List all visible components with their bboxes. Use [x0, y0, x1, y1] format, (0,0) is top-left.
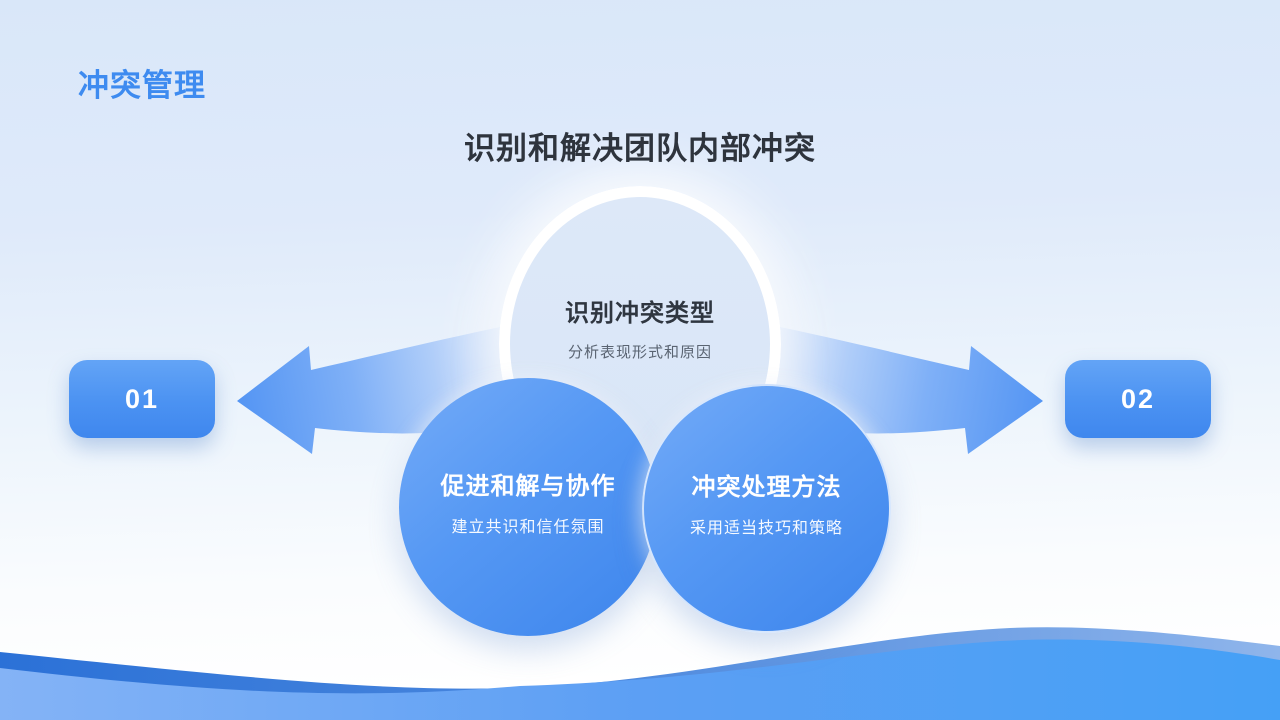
bottom-wave-front: [0, 639, 1280, 720]
right-node-circle: 冲突处理方法 采用适当技巧和策略: [642, 384, 891, 633]
right-node-subtitle: 采用适当技巧和策略: [689, 520, 843, 537]
slide-heading: 识别和解决团队内部冲突: [464, 131, 816, 166]
center-node-subtitle: 分析表现形式和原因: [567, 343, 712, 361]
step-badge-01: 01: [69, 360, 215, 438]
left-node-title: 促进和解与协作: [440, 472, 616, 500]
center-node-title: 识别冲突类型: [565, 299, 715, 327]
center-node-circle: 识别冲突类型 分析表现形式和原因: [499, 186, 781, 502]
left-node-circle: 促进和解与协作 建立共识和信任氛围: [399, 378, 657, 636]
step-badge-02: 02: [1065, 360, 1211, 438]
left-node-subtitle: 建立共识和信任氛围: [451, 518, 605, 536]
slide-title: 冲突管理: [78, 68, 206, 103]
right-node-title: 冲突处理方法: [691, 474, 842, 501]
